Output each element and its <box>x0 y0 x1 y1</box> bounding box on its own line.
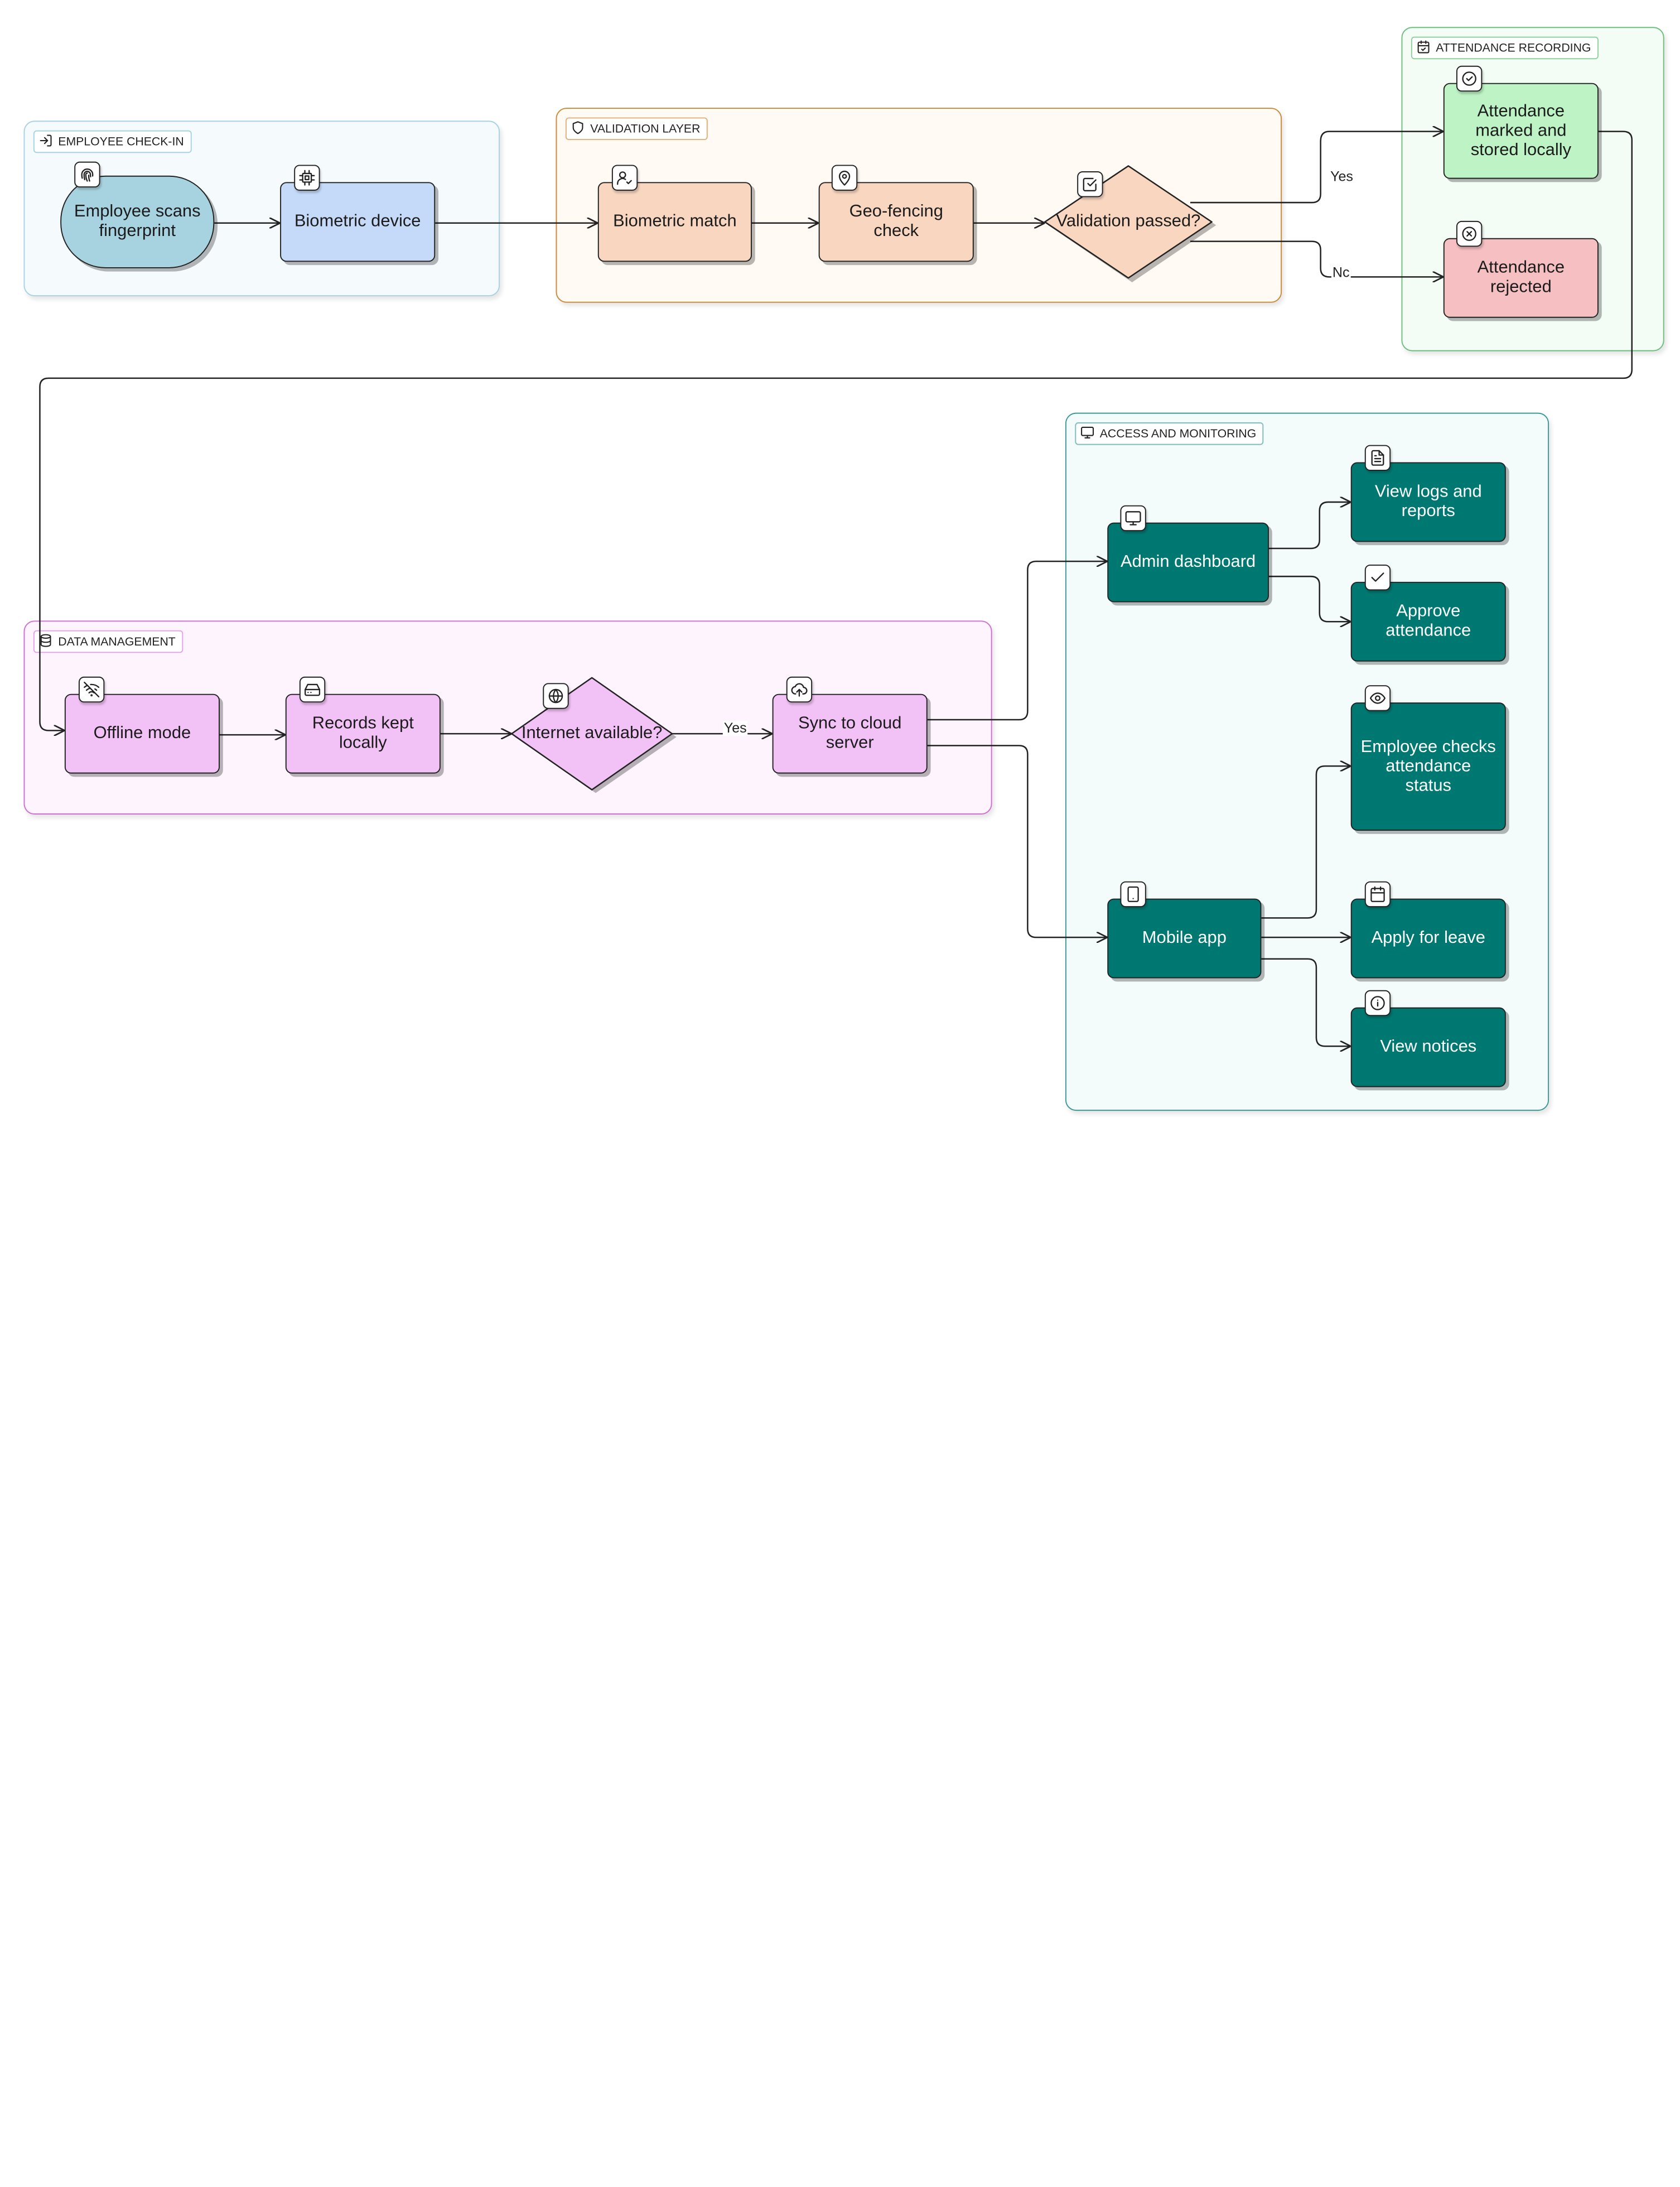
node-label: Validation passed? <box>1056 212 1201 231</box>
node-internet-available[interactable]: Internet available? <box>511 677 677 793</box>
edge-sync-to-mobile <box>927 745 1108 937</box>
node-label: Employee checks attendance status <box>1360 737 1496 795</box>
chip-icon <box>294 165 320 191</box>
globe-icon <box>543 683 569 709</box>
group-label-attendance-recording: ATTENDANCE RECORDING <box>1411 36 1599 60</box>
node-label: Employee scans fingerprint <box>74 203 201 240</box>
check-icon <box>1364 564 1391 591</box>
eye-icon <box>1364 685 1391 711</box>
node-attendance-marked[interactable]: Attendance marked and stored locally <box>1443 83 1599 179</box>
node-label: Mobile app <box>1142 928 1227 947</box>
node-sync-to-cloud[interactable]: Sync to cloud server <box>772 693 928 774</box>
group-title: DATA MANAGEMENT <box>58 635 176 648</box>
node-label: Offline mode <box>93 724 191 743</box>
node-employee-checks-status[interactable]: Employee checks attendance status <box>1350 702 1506 831</box>
info-icon <box>1364 990 1391 1017</box>
group-label-employee-check-in: EMPLOYEE CHECK-IN <box>33 130 192 153</box>
group-title: ACCESS AND MONITORING <box>1099 427 1257 440</box>
map-pin-icon <box>831 165 858 191</box>
calendar-icon <box>1364 881 1391 908</box>
cloud-upload-icon <box>786 676 813 703</box>
edge-mobile-to-checks <box>1261 766 1351 919</box>
node-validation-passed[interactable]: Validation passed? <box>1044 165 1216 282</box>
group-label-data-management: DATA MANAGEMENT <box>33 630 184 653</box>
check-circle-icon <box>1456 65 1483 92</box>
group-label-access-and-monitoring: ACCESS AND MONITORING <box>1075 422 1264 445</box>
fingerprint-icon <box>74 161 100 188</box>
wifi-off-icon <box>78 676 105 703</box>
group-title: EMPLOYEE CHECK-IN <box>58 135 184 148</box>
edge-label-yes-internet: Yes <box>722 720 748 736</box>
node-geo-fencing-check[interactable]: Geo-fencing check <box>818 182 974 262</box>
node-offline-mode[interactable]: Offline mode <box>64 693 220 774</box>
node-label: Apply for leave <box>1371 928 1485 947</box>
x-circle-icon <box>1456 220 1483 247</box>
node-label: Attendance rejected <box>1477 258 1565 297</box>
node-label: Geo-fencing check <box>849 203 943 240</box>
check-square-icon <box>1077 171 1103 197</box>
edge-mobile-to-notices <box>1261 958 1351 1046</box>
file-text-icon <box>1364 445 1391 471</box>
node-label: Admin dashboard <box>1120 552 1256 571</box>
node-label: Internet available? <box>521 723 663 742</box>
log-in-icon <box>39 133 53 151</box>
group-title: ATTENDANCE RECORDING <box>1436 41 1591 55</box>
edge-label-yes-validation: Yes <box>1329 168 1354 185</box>
monitor-icon <box>1120 505 1146 532</box>
tablet-icon <box>1120 881 1146 908</box>
node-label: Biometric device <box>294 212 421 231</box>
node-label: Biometric match <box>613 212 737 231</box>
node-label: Approve attendance <box>1385 602 1471 640</box>
edge-admin-to-logs <box>1268 502 1351 550</box>
node-apply-for-leave[interactable]: Apply for leave <box>1350 898 1506 979</box>
node-attendance-rejected[interactable]: Attendance rejected <box>1443 238 1599 318</box>
node-biometric-match[interactable]: Biometric match <box>597 182 752 262</box>
edge-admin-to-approve <box>1268 575 1351 622</box>
node-label: Records kept locally <box>312 714 414 752</box>
node-view-logs-and-reports[interactable]: View logs and reports <box>1350 462 1506 542</box>
node-label: Sync to cloud server <box>798 714 902 752</box>
node-label: View logs and reports <box>1374 483 1482 521</box>
monitor-icon <box>1080 425 1094 442</box>
connectors <box>39 0 1633 1134</box>
user-check-icon <box>611 165 638 191</box>
edge-marked-to-offline <box>39 131 1633 731</box>
hard-drive-icon <box>299 676 326 703</box>
group-label-validation-layer: VALIDATION LAYER <box>565 117 708 141</box>
node-mobile-app[interactable]: Mobile app <box>1107 898 1262 979</box>
edge-label-no-validation: Nc <box>1331 264 1351 281</box>
node-admin-dashboard[interactable]: Admin dashboard <box>1107 522 1269 603</box>
node-employee-scans-fingerprint[interactable]: Employee scans fingerprint <box>60 175 215 268</box>
node-view-notices[interactable]: View notices <box>1350 1007 1506 1087</box>
database-icon <box>39 633 53 651</box>
node-label: View notices <box>1380 1037 1477 1056</box>
edge-passed-yes-to-marked <box>1190 132 1444 204</box>
edge-sync-to-admin <box>927 561 1108 721</box>
shield-icon <box>571 120 585 137</box>
group-title: VALIDATION LAYER <box>590 122 701 136</box>
node-approve-attendance[interactable]: Approve attendance <box>1350 581 1506 662</box>
node-records-kept-locally[interactable]: Records kept locally <box>285 693 441 774</box>
edge-passed-no-to-rejected <box>1190 240 1444 277</box>
node-biometric-device[interactable]: Biometric device <box>280 182 436 262</box>
calendar-check-icon <box>1417 39 1431 56</box>
node-label: Attendance marked and stored locally <box>1470 102 1572 159</box>
